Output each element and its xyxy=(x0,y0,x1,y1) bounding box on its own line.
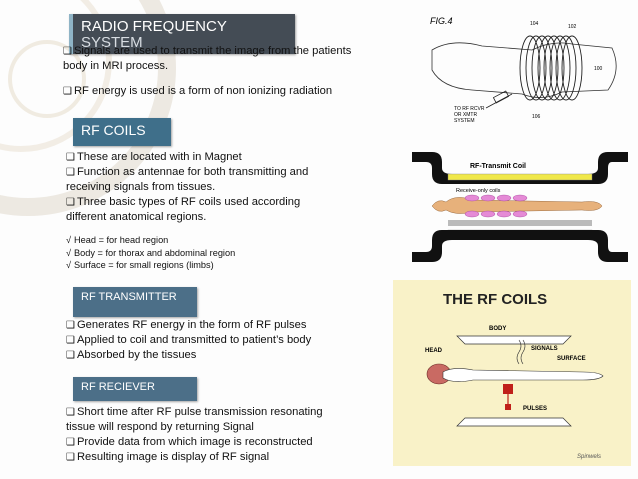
figure-caption: SYSTEM xyxy=(454,118,475,124)
illustration-title: THE RF COILS xyxy=(443,291,547,308)
patient-outline xyxy=(431,42,617,98)
rf-transmitter-heading: RF TRANSMITTER xyxy=(73,287,197,317)
rf-coils-bullet: receiving signals from tissues. xyxy=(66,181,216,193)
coil-type-item: Body = for thorax and abdominal region xyxy=(66,247,366,260)
label-body: BODY xyxy=(489,326,506,332)
label-surface: SURFACE xyxy=(557,356,586,362)
rf-receiver-bullet: Provide data from which image is reconst… xyxy=(66,435,386,450)
label-pulses: PULSES xyxy=(523,406,547,412)
surface-coil xyxy=(503,384,513,394)
cable-line xyxy=(485,93,513,109)
rf-coils-bullets: These are located with in Magnet Functio… xyxy=(66,150,366,225)
receive-coil-label: Receive-only coils xyxy=(456,188,501,194)
rf-receiver-bullets: Short time after RF pulse transmission r… xyxy=(66,405,386,465)
transmit-coil-bar xyxy=(447,173,593,181)
rf-receiver-heading: RF RECIEVER xyxy=(73,377,197,401)
rf-coils-bullet: different anatomical regions. xyxy=(66,211,207,223)
patient-figure xyxy=(442,368,604,382)
rf-coils-bullet: Function as antennae for both transmitti… xyxy=(66,165,366,180)
body-coil-lower xyxy=(456,417,572,427)
title-line-1: RADIO FREQUENCY xyxy=(81,18,227,35)
intro-text: Signals are used to transmit the image f… xyxy=(63,44,403,99)
pulse-marker xyxy=(505,404,511,410)
ref-number: 100 xyxy=(594,66,603,72)
connector xyxy=(492,90,510,104)
intro-line-1: Signals are used to transmit the image f… xyxy=(63,44,403,59)
coil-type-item: Surface = for small regions (limbs) xyxy=(66,259,366,272)
signature: Spinwels xyxy=(577,454,601,460)
rf-transmitter-bullet: Applied to coil and transmitted to patie… xyxy=(66,333,386,348)
label-signals: SIGNALS xyxy=(531,346,558,352)
figure-caption: OR XMTR xyxy=(454,112,477,118)
rf-coils-heading: RF COILS xyxy=(73,118,171,146)
transmit-coil-figure: RF-Transmit Coil Receive-only coils xyxy=(412,152,628,262)
signal-waves xyxy=(516,339,526,365)
transmit-coil-label: RF-Transmit Coil xyxy=(470,163,526,170)
rf-receiver-bullet: Short time after RF pulse transmission r… xyxy=(66,405,386,420)
figure-label: FIG.4 xyxy=(430,16,453,26)
figure-caption: TO RF RCVR xyxy=(454,106,485,112)
rf-receiver-bullet: tissue will respond by returning Signal xyxy=(66,421,254,433)
body-coil-upper xyxy=(456,335,572,345)
rf-transmitter-bullet: Absorbed by the tissues xyxy=(66,348,386,363)
intro-line-3: RF energy is used is a form of non ioniz… xyxy=(63,84,403,99)
rf-transmitter-bullet: Generates RF energy in the form of RF pu… xyxy=(66,318,386,333)
ref-number: 102 xyxy=(568,24,577,30)
patient-table xyxy=(448,220,592,226)
coil-type-item: Head = for head region xyxy=(66,234,366,247)
rf-coil-types: Head = for head region Body = for thorax… xyxy=(66,234,366,272)
lower-magnet-bore xyxy=(412,230,628,262)
rf-receiver-bullet: Resulting image is display of RF signal xyxy=(66,450,386,465)
rf-coils-illustration: THE RF COILS BODY HEAD SIGNALS SURFACE P… xyxy=(393,280,631,466)
label-head: HEAD xyxy=(425,348,443,354)
rf-transmitter-bullets: Generates RF energy in the form of RF pu… xyxy=(66,318,386,363)
ref-number: 106 xyxy=(532,114,541,120)
coil-patent-figure: FIG.4 104 102 100 106 TO RF RCVR OR XMTR… xyxy=(430,16,617,124)
intro-line-2: body in MRI process. xyxy=(63,60,169,72)
rf-coils-bullet: These are located with in Magnet xyxy=(66,150,366,165)
patient-body xyxy=(431,197,603,214)
ref-number: 104 xyxy=(530,21,539,27)
coil-rings xyxy=(519,35,583,101)
rf-coils-bullet: Three basic types of RF coils used accor… xyxy=(66,195,366,210)
receive-only-coils xyxy=(464,194,528,218)
